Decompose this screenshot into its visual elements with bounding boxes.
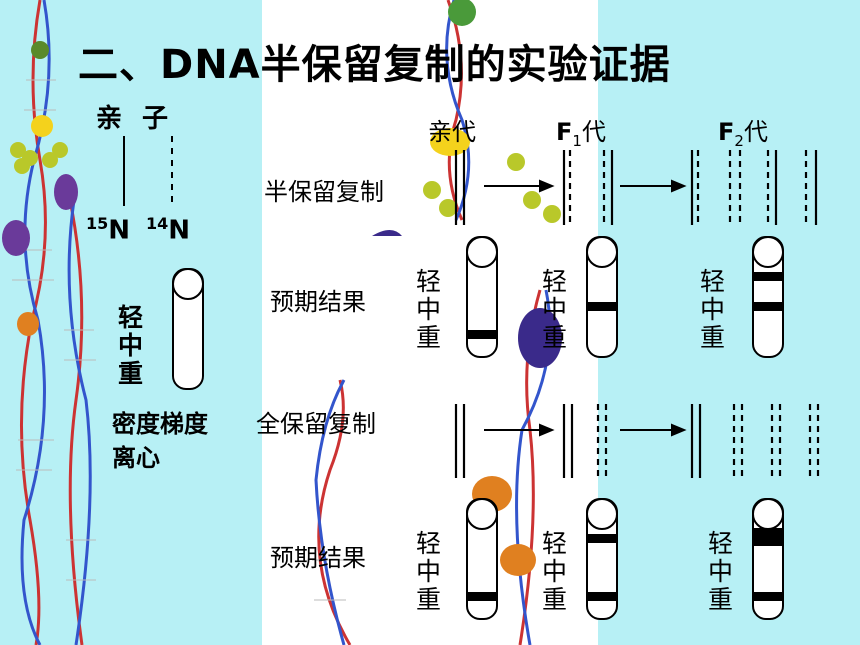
band-light	[588, 534, 616, 543]
purple-enzyme-icon-2	[2, 220, 30, 256]
orange-enzyme-icon	[17, 312, 39, 336]
tube-semi-parent	[466, 236, 498, 358]
scale-cons-f2: 轻中重	[708, 529, 734, 614]
medium-label: 中	[118, 331, 144, 360]
heavy-label: 重	[118, 359, 144, 388]
band-medium	[754, 302, 782, 311]
slide-title: 二、DNA半保留复制的实验证据	[78, 42, 671, 88]
band-heavy	[588, 592, 616, 601]
row-conservative-label: 全保留复制	[256, 410, 376, 438]
dna-strand-mid-b	[314, 379, 346, 645]
method-line1: 密度梯度	[112, 410, 208, 438]
dna-strand-right-b	[67, 199, 92, 645]
header-parent: 亲代	[428, 118, 476, 146]
band-heavy	[754, 592, 782, 601]
band-heavy	[468, 592, 496, 601]
row-semi-label: 半保留复制	[264, 178, 384, 206]
header-f2: F2代	[718, 118, 768, 150]
conservative-arrows	[484, 423, 687, 437]
tube-semi-f2	[752, 236, 784, 358]
row-conservative-result-label: 预期结果	[270, 544, 366, 572]
purple-fragment-icon	[372, 230, 402, 236]
row-semi-result-label: 预期结果	[270, 288, 366, 316]
molecule-cluster-top-icon	[423, 153, 561, 223]
light-label: 轻	[118, 303, 144, 332]
empty-test-tube	[172, 268, 204, 390]
n14-label: 14N	[146, 214, 191, 246]
green-molecule-icon	[31, 41, 49, 59]
tube-cons-parent	[466, 498, 498, 620]
header-f1: F1代	[556, 118, 606, 150]
scale-cons-parent: 轻中重	[416, 529, 442, 614]
band-light-thick	[754, 528, 782, 546]
scale-semi-f1: 轻中重	[542, 267, 568, 352]
dna-strand-right-a	[68, 199, 84, 645]
n15-label: 15N	[86, 214, 131, 246]
tube-semi-f1	[586, 236, 618, 358]
parent-label: 亲	[96, 104, 123, 134]
scale-semi-parent: 轻中重	[416, 267, 442, 352]
yellow-molecule-top-icon	[430, 128, 470, 156]
band-light	[754, 272, 782, 281]
scale-semi-f2: 轻中重	[700, 267, 726, 352]
purple-enzyme-center-icon	[518, 308, 562, 368]
yellow-molecule-icon	[31, 115, 53, 137]
method-line2: 离心	[112, 444, 160, 472]
green-molecule-top-icon	[448, 0, 476, 26]
tube-cons-f1	[586, 498, 618, 620]
band-heavy	[468, 330, 496, 339]
band-medium	[588, 302, 616, 311]
child-label: 子	[142, 104, 169, 134]
tube-cons-f2	[752, 498, 784, 620]
dna-strand-top-a	[446, 0, 464, 221]
yellow-green-molecule-cluster-icon	[10, 142, 68, 174]
scale-cons-f1: 轻中重	[542, 529, 568, 614]
dna-strand-top-b	[445, 0, 471, 221]
semi-arrows	[484, 179, 687, 193]
purple-enzyme-icon	[54, 174, 78, 210]
orange-enzyme-center-icon-2	[500, 544, 536, 576]
density-scale-left: 轻 中 重	[118, 304, 143, 388]
